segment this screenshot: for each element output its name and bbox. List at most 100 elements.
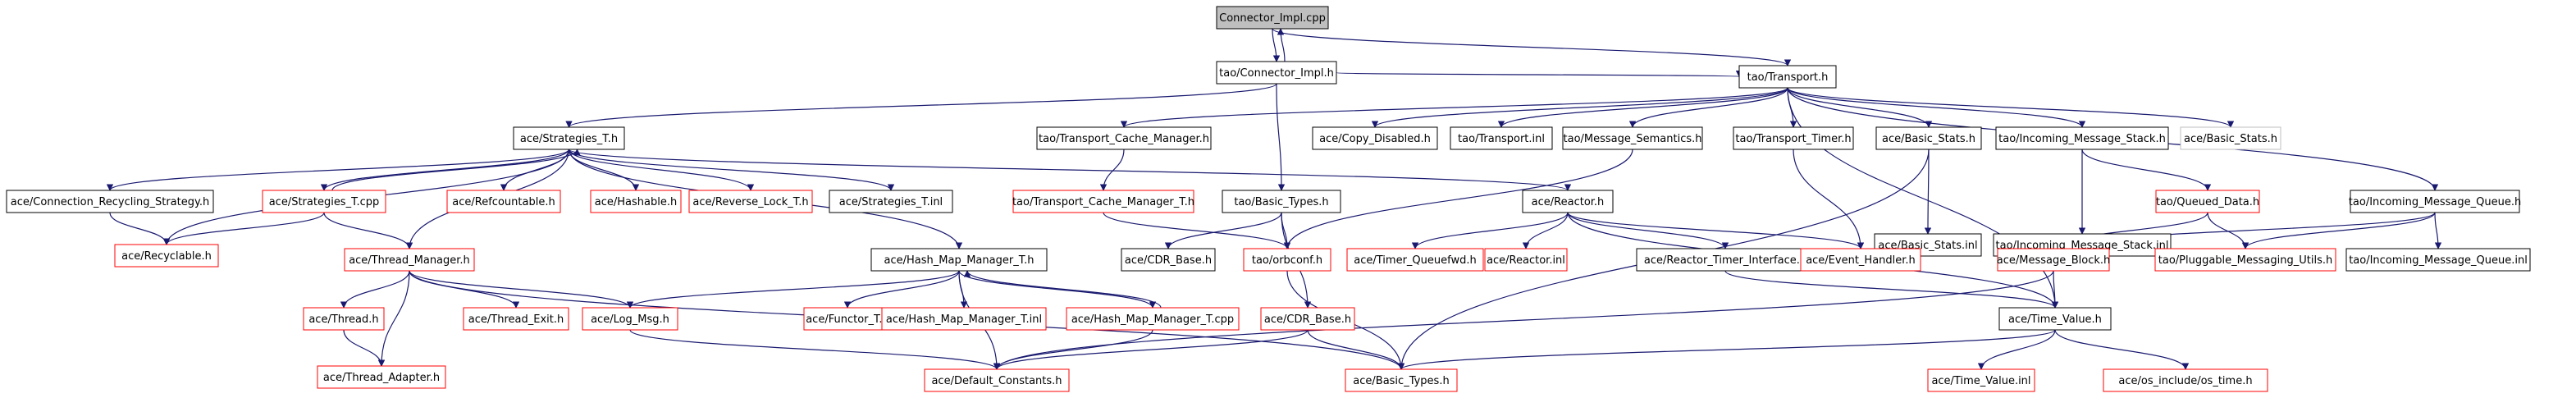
node-label: tao/Queued_Data.h bbox=[2156, 196, 2259, 208]
node-label: ace/Basic_Types.h bbox=[1353, 375, 1449, 387]
node-box bbox=[2155, 190, 2260, 213]
node-label: ace/Strategies_T.h bbox=[520, 133, 618, 145]
graph-node[interactable]: ace/Reactor.h bbox=[1522, 190, 1614, 213]
node-label: tao/Transport.inl bbox=[1458, 133, 1545, 145]
dependency-edge bbox=[106, 149, 570, 191]
node-box bbox=[1636, 248, 1815, 272]
graph-node[interactable]: tao/Incoming_Message_Queue.inl bbox=[2345, 248, 2531, 272]
node-label: ace/Message_Block.h bbox=[1997, 254, 2111, 267]
graph-node[interactable]: ace/Hashable.h bbox=[590, 190, 682, 213]
node-label: ace/Strategies_T.cpp bbox=[269, 196, 380, 208]
node-box bbox=[1243, 248, 1331, 272]
graph-node[interactable]: ace/Thread_Adapter.h bbox=[317, 365, 446, 389]
graph-node[interactable]: ace/Log_Msg.h bbox=[582, 307, 678, 331]
dependency-edge bbox=[1272, 28, 1281, 62]
dependency-edge bbox=[993, 329, 1309, 370]
dependency-edge bbox=[162, 212, 325, 245]
graph-node[interactable]: tao/Transport.h bbox=[1738, 65, 1837, 89]
graph-node[interactable]: tao/Incoming_Message_Queue.h bbox=[2349, 190, 2521, 213]
graph-node[interactable]: ace/os_include/os_time.h bbox=[2103, 368, 2268, 392]
graph-node[interactable]: ace/Hash_Map_Manager_T.inl bbox=[881, 307, 1047, 331]
graph-node[interactable]: ace/Connection_Recycling_Strategy.h bbox=[6, 190, 214, 213]
graph-node[interactable]: ace/Copy_Disabled.h bbox=[1312, 126, 1438, 150]
dependency-edge bbox=[958, 270, 1157, 309]
graph-node[interactable]: tao/Message_Semantics.h bbox=[1562, 126, 1703, 150]
node-box bbox=[463, 307, 569, 331]
dependency-edge bbox=[1497, 87, 1788, 128]
node-label: tao/Pluggable_Messaging_Utils.h bbox=[2158, 254, 2332, 267]
graph-node[interactable]: ace/Functor_T.h bbox=[803, 307, 892, 331]
graph-node[interactable]: ace/Hash_Map_Manager_T.h bbox=[870, 248, 1048, 272]
graph-node[interactable]: ace/Reverse_Lock_T.h bbox=[688, 190, 813, 213]
node-label: ace/Refcountable.h bbox=[452, 196, 555, 208]
graph-node[interactable]: ace/Strategies_T.cpp bbox=[262, 190, 386, 213]
graph-node[interactable]: ace/Strategies_T.inl bbox=[829, 190, 953, 213]
graph-node[interactable]: tao/Pluggable_Messaging_Utils.h bbox=[2154, 248, 2336, 272]
graph-node[interactable]: ace/Basic_Stats.h bbox=[1875, 126, 1982, 150]
node-label: ace/Thread_Adapter.h bbox=[323, 372, 440, 384]
node-label: tao/orbconf.h bbox=[1252, 254, 1322, 267]
dependency-edge bbox=[993, 270, 2054, 370]
dependency-edge bbox=[2081, 149, 2212, 191]
dependency-edge bbox=[1787, 87, 2059, 309]
node-label: ace/Reactor.inl bbox=[1487, 254, 1565, 267]
node-box bbox=[1216, 6, 1329, 30]
graph-node[interactable]: ace/Refcountable.h bbox=[446, 190, 561, 213]
node-box bbox=[803, 307, 892, 331]
node-box bbox=[1216, 61, 1337, 85]
graph-node[interactable]: ace/Time_Value.inl bbox=[1927, 368, 2035, 392]
dependency-edge bbox=[565, 83, 1277, 128]
graph-node[interactable]: ace/Time_Value.h bbox=[1998, 307, 2112, 331]
node-box bbox=[1875, 126, 1982, 150]
graph-node[interactable]: ace/Recyclable.h bbox=[114, 244, 219, 268]
graph-node[interactable]: tao/Transport_Cache_Manager_T.h bbox=[1012, 190, 1194, 213]
graph-node[interactable]: tao/Transport_Cache_Manager.h bbox=[1036, 126, 1212, 150]
node-label: ace/Time_Value.h bbox=[2008, 313, 2102, 326]
dependency-edge bbox=[1164, 212, 1282, 249]
node-box bbox=[6, 190, 214, 213]
graph-node[interactable]: tao/orbconf.h bbox=[1243, 248, 1331, 272]
graph-node[interactable]: ace/CDR_Base.h bbox=[1260, 307, 1355, 331]
graph-node[interactable]: ace/Thread.h bbox=[303, 307, 385, 331]
dependency-edge bbox=[1787, 87, 2086, 128]
node-box bbox=[262, 190, 386, 213]
graph-node[interactable]: tao/Basic_Types.h bbox=[1222, 190, 1341, 213]
graph-node[interactable]: ace/Default_Constants.h bbox=[924, 368, 1070, 392]
graph-node[interactable]: tao/Transport.inl bbox=[1450, 126, 1553, 150]
dependency-edge bbox=[568, 149, 755, 191]
node-box bbox=[924, 368, 1070, 392]
graph-node[interactable]: ace/Thread_Manager.h bbox=[344, 248, 475, 272]
graph-node[interactable]: ace/Reactor_Timer_Interface.h bbox=[1636, 248, 1815, 272]
graph-node[interactable]: ace/Strategies_T.h bbox=[513, 126, 625, 150]
graph-node[interactable]: ace/Basic_Stats.h bbox=[2180, 126, 2281, 150]
graph-node[interactable]: ace/Thread_Exit.h bbox=[463, 307, 569, 331]
graph-node[interactable]: tao/Connector_Impl.h bbox=[1216, 61, 1337, 85]
graph-node: Connector_Impl.cpp bbox=[1216, 6, 1329, 30]
graph-node[interactable]: ace/Reactor.inl bbox=[1484, 248, 1568, 272]
node-label: ace/Hashable.h bbox=[595, 196, 677, 208]
graph-node[interactable]: ace/CDR_Base.h bbox=[1121, 248, 1216, 272]
node-box bbox=[829, 190, 953, 213]
graph-node[interactable]: ace/Timer_Queuefwd.h bbox=[1346, 248, 1484, 272]
node-label: ace/Thread.h bbox=[308, 313, 378, 326]
dependency-edge bbox=[1567, 212, 1729, 249]
node-label: ace/Basic_Stats.h bbox=[1882, 133, 1975, 145]
graph-node[interactable]: ace/Event_Handler.h bbox=[1800, 248, 1921, 272]
graph-node[interactable]: tao/Transport_Timer.h bbox=[1733, 126, 1854, 150]
node-box bbox=[1484, 248, 1568, 272]
node-box bbox=[1121, 248, 1216, 272]
graph-node[interactable]: ace/Message_Block.h bbox=[1997, 248, 2111, 272]
node-box bbox=[590, 190, 682, 213]
graph-node[interactable]: ace/Hash_Map_Manager_T.cpp bbox=[1066, 307, 1240, 331]
graph-node[interactable]: tao/Incoming_Message_Stack.h bbox=[1995, 126, 2169, 150]
graph-node[interactable]: tao/Queued_Data.h bbox=[2155, 190, 2260, 213]
graph-node[interactable]: ace/Basic_Types.h bbox=[1345, 368, 1458, 392]
node-label: ace/Reactor_Timer_Interface.h bbox=[1644, 254, 1806, 267]
node-box bbox=[1066, 307, 1240, 331]
dependency-edge bbox=[626, 270, 960, 309]
node-box bbox=[1800, 248, 1921, 272]
dependency-edge bbox=[1272, 28, 1791, 66]
node-label: tao/Transport_Cache_Manager_T.h bbox=[1012, 196, 1194, 208]
node-label: ace/Reactor.h bbox=[1532, 196, 1605, 208]
